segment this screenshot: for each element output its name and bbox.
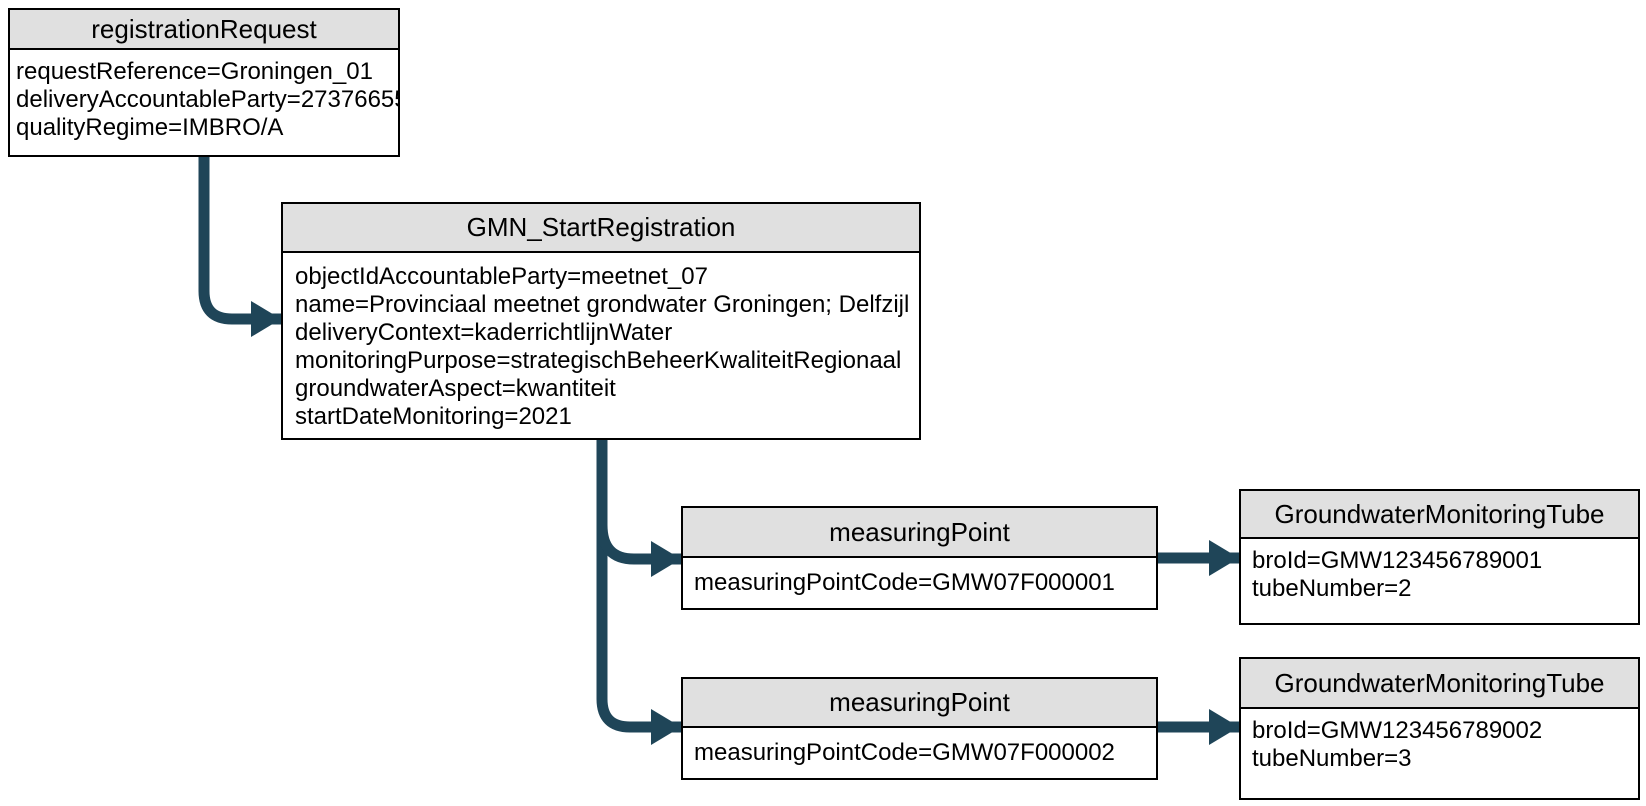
edge-gmn-to-measuring-point-2 [596, 440, 681, 745]
attribute-line: name=Provinciaal meetnet grondwater Gron… [295, 291, 910, 318]
node-registration-request-attributes: requestReference=Groningen_01 deliveryAc… [10, 50, 398, 142]
attribute-line: measuringPointCode=GMW07F000001 [694, 569, 1115, 596]
attribute-line: monitoringPurpose=strategischBeheerKwali… [295, 347, 902, 374]
node-groundwater-monitoring-tube-1-title: GroundwaterMonitoringTube [1241, 491, 1638, 539]
attribute-line: deliveryAccountableParty=27376655 [16, 86, 398, 113]
attribute-line: tubeNumber=2 [1252, 575, 1412, 602]
node-groundwater-monitoring-tube-1: GroundwaterMonitoringTube broId=GMW12345… [1239, 489, 1640, 625]
attribute-line: measuringPointCode=GMW07F000002 [694, 739, 1115, 766]
edge-gmn-to-measuring-point-1 [596, 524, 681, 577]
attribute-line: tubeNumber=3 [1252, 745, 1412, 772]
edge-registration-request-to-gmn [198, 157, 281, 337]
attribute-line: broId=GMW123456789001 [1252, 547, 1543, 574]
attribute-line: requestReference=Groningen_01 [16, 58, 373, 85]
node-groundwater-monitoring-tube-1-attributes: broId=GMW123456789001 tubeNumber=2 [1241, 539, 1638, 603]
attribute-line: deliveryContext=kaderrichtlijnWater [295, 319, 673, 346]
node-measuring-point-2-attributes: measuringPointCode=GMW07F000002 [683, 728, 1156, 767]
node-groundwater-monitoring-tube-2-title: GroundwaterMonitoringTube [1241, 659, 1638, 709]
node-groundwater-monitoring-tube-2-attributes: broId=GMW123456789002 tubeNumber=3 [1241, 709, 1638, 773]
node-measuring-point-1-attributes: measuringPointCode=GMW07F000001 [683, 558, 1156, 597]
node-measuring-point-2-title: measuringPoint [683, 679, 1156, 728]
node-registration-request: registrationRequest requestReference=Gro… [8, 8, 400, 157]
attribute-line: broId=GMW123456789002 [1252, 717, 1543, 744]
attribute-line: startDateMonitoring=2021 [295, 403, 572, 430]
node-measuring-point-1: measuringPoint measuringPointCode=GMW07F… [681, 506, 1158, 610]
node-gmn-start-registration-attributes: objectIdAccountableParty=meetnet_07 name… [283, 253, 919, 431]
node-gmn-start-registration: GMN_StartRegistration objectIdAccountabl… [281, 202, 921, 440]
node-measuring-point-1-title: measuringPoint [683, 508, 1156, 558]
attribute-line: qualityRegime=IMBRO/A [16, 114, 284, 141]
node-measuring-point-2: measuringPoint measuringPointCode=GMW07F… [681, 677, 1158, 780]
attribute-line: groundwaterAspect=kwantiteit [295, 375, 616, 402]
attribute-line: objectIdAccountableParty=meetnet_07 [295, 263, 708, 290]
node-groundwater-monitoring-tube-2: GroundwaterMonitoringTube broId=GMW12345… [1239, 657, 1640, 800]
node-gmn-start-registration-title: GMN_StartRegistration [283, 204, 919, 253]
node-registration-request-title: registrationRequest [10, 10, 398, 50]
